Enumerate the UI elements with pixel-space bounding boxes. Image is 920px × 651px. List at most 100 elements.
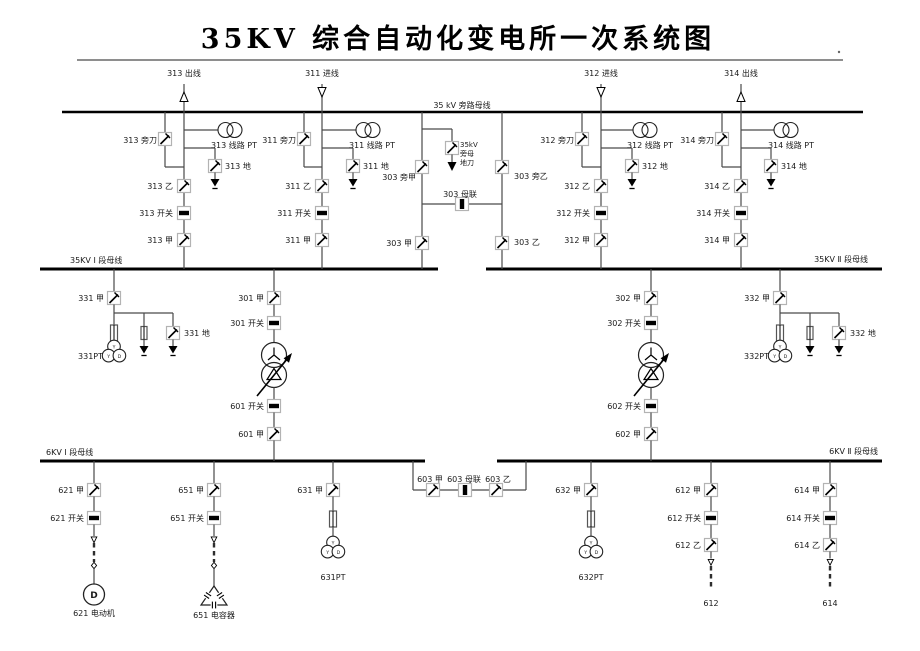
label-jia: 631 甲 xyxy=(297,486,323,495)
label-yi: 314 乙 xyxy=(704,182,730,191)
breaker-621 xyxy=(86,510,102,526)
fuse xyxy=(586,510,596,528)
line-pt-icon xyxy=(773,121,799,139)
label-pangyi: 303 旁乙 xyxy=(514,171,548,181)
label-hv-breaker: 301 开关 xyxy=(230,318,264,328)
pt-winding-label: Y xyxy=(772,354,776,360)
pt-winding-label: Y xyxy=(112,345,116,351)
label-hv-breaker: 302 开关 xyxy=(607,318,641,328)
outgoing-arrow-icon xyxy=(736,91,746,102)
label-yi: 612 乙 xyxy=(675,541,701,550)
outgoing-arrow-icon xyxy=(179,91,189,102)
disconnector-331-jia xyxy=(106,290,122,306)
bus-6kv-1-label: 6KV Ⅰ 段母线 xyxy=(46,447,93,457)
pt-winding-label: Y xyxy=(106,354,110,360)
label-didao-3: 地刀 xyxy=(460,158,474,167)
buses: 35 kV 旁路母线 35KV Ⅰ 段母线 35KV Ⅱ 段母线 6KV Ⅰ 段… xyxy=(40,100,882,463)
disconnector-601-jia xyxy=(266,426,282,442)
label-yi: 312 乙 xyxy=(564,182,590,191)
disconnector-yi xyxy=(733,178,749,194)
disconnector-614-jia xyxy=(822,482,838,498)
label-jia: 313 甲 xyxy=(147,236,173,245)
bus-tie-603: 603 甲 603 母联 603 乙 xyxy=(412,461,527,498)
line-pt-icon xyxy=(217,121,243,139)
disconnector-jia xyxy=(176,232,192,248)
drawout-contact-icon xyxy=(707,558,715,566)
disconnector-303-pangjia xyxy=(414,159,430,175)
label-jia: 614 甲 xyxy=(794,486,820,495)
bus-pt-icon xyxy=(320,535,346,559)
label-hv-jia: 301 甲 xyxy=(238,294,264,303)
label-lv-jia: 601 甲 xyxy=(238,430,264,439)
label-hv-jia: 302 甲 xyxy=(615,294,641,303)
ground-icon xyxy=(347,178,359,190)
disconnector-303-jia xyxy=(414,235,430,251)
feeder-312: 312 进线 312 旁刀 312 线路 PT 312 地 312 乙 312 … xyxy=(540,68,673,269)
pt-winding-label: Y xyxy=(583,550,587,556)
pt-winding-label: Y xyxy=(778,345,782,351)
bus-35kv-1-label: 35KV Ⅰ 段母线 xyxy=(70,255,122,265)
breaker-303-mulian xyxy=(454,196,470,212)
label-pangdao: 314 旁刀 xyxy=(680,135,714,145)
label-lv-breaker: 601 开关 xyxy=(230,401,264,411)
breaker xyxy=(176,205,192,221)
page-title: 35KV 综合自动化变电所一次系统图 xyxy=(201,23,715,55)
breaker-612 xyxy=(703,510,719,526)
feeder-label: 312 进线 xyxy=(584,68,618,78)
pt-winding-label: Y xyxy=(325,550,329,556)
disconnector-jia xyxy=(733,232,749,248)
bypass-bus-earth-switch xyxy=(444,140,460,156)
label-earth: 312 地 xyxy=(642,161,668,171)
ground-icon xyxy=(209,178,221,190)
transformer-branch-302: 302 甲 302 开关 602 开关 602 甲 xyxy=(607,269,670,461)
bus-pt-331: 331 甲 Y Y D 331PT 331 地 xyxy=(78,269,210,363)
disconnector-jia xyxy=(314,232,330,248)
disconnector-jia xyxy=(593,232,609,248)
ground-icon xyxy=(833,345,845,357)
fuse xyxy=(140,325,148,341)
pt-winding-label: Y xyxy=(589,541,593,547)
disconnector-621-jia xyxy=(86,482,102,498)
earth-switch xyxy=(624,158,640,174)
fuse xyxy=(806,325,814,341)
label-line-pt: 314 线路 PT xyxy=(768,140,814,150)
label-breaker: 614 开关 xyxy=(786,513,820,523)
pt-winding-label: Y xyxy=(331,541,335,547)
ground-icon xyxy=(138,345,150,357)
feeder-632: 632 甲 Y Y D 632PT xyxy=(555,461,604,582)
breaker-601 xyxy=(266,398,282,414)
breaker-614 xyxy=(822,510,838,526)
label-jia: 651 甲 xyxy=(178,486,204,495)
label-mulian: 603 母联 xyxy=(447,475,481,484)
header: 35KV 综合自动化变电所一次系统图 xyxy=(77,23,843,61)
label-pt: 331PT xyxy=(78,352,103,361)
earth-switch xyxy=(207,158,223,174)
disconnector-603-yi xyxy=(488,482,504,498)
label-jia: 311 甲 xyxy=(285,236,311,245)
disconnector-312-pangdao xyxy=(574,131,590,147)
label-lv-breaker: 602 开关 xyxy=(607,401,641,411)
line-pt-icon xyxy=(355,121,381,139)
label-jia: 612 甲 xyxy=(675,486,701,495)
label-load: 632PT xyxy=(579,573,604,582)
feeder-311: 311 进线 311 旁刀 311 线路 PT 311 地 311 乙 311 … xyxy=(262,68,395,269)
disconnector-632-jia xyxy=(583,482,599,498)
feeder-label: 314 出线 xyxy=(724,68,758,78)
label-yi: 614 乙 xyxy=(794,541,820,550)
earth-switch xyxy=(763,158,779,174)
label-earth: 331 地 xyxy=(184,328,210,338)
stray-dot xyxy=(837,50,841,54)
label-earth: 314 地 xyxy=(781,161,807,171)
label-load: 651 电容器 xyxy=(193,610,235,620)
feeder-label: 311 进线 xyxy=(305,68,339,78)
label-jia: 312 甲 xyxy=(564,236,590,245)
capacitor-icon xyxy=(200,585,228,610)
breaker-602 xyxy=(643,398,659,414)
disconnector-614-yi xyxy=(822,537,838,553)
label-load: 621 电动机 xyxy=(73,608,115,618)
label-breaker: 312 开关 xyxy=(556,208,590,218)
pt-winding-label: D xyxy=(595,550,599,556)
fuse xyxy=(775,324,785,342)
